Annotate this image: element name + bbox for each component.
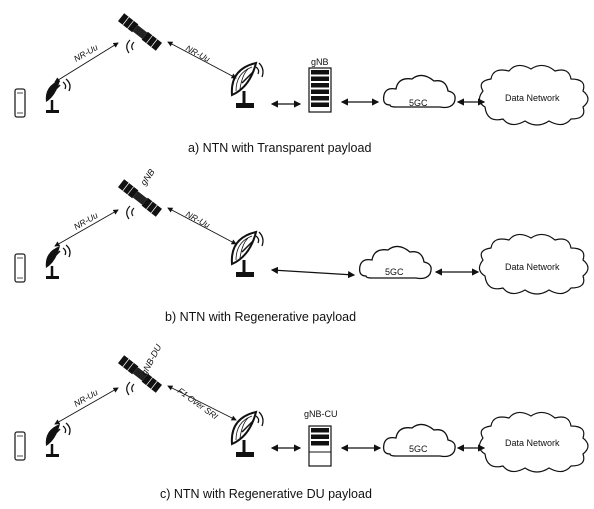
phone-icon — [14, 88, 26, 118]
gnb-server-icon — [308, 67, 332, 113]
link-right-arrow — [167, 41, 237, 79]
link-left-label: NR-Uu — [72, 42, 100, 64]
link-left-arrow — [54, 209, 119, 247]
ground-node-label: gNB — [311, 57, 329, 67]
link-right-label: NR-Uu — [184, 209, 212, 230]
satellite-label: gNB-DU — [139, 342, 164, 377]
caption: a) NTN with Transparent payload — [188, 141, 371, 155]
dish-core-arrow — [270, 266, 356, 279]
diagram-a: NR-Uu NR-Uu gNB 5GC Data Network a) NTN … — [14, 12, 589, 155]
core-label: 5GC — [409, 444, 428, 454]
link-left-arrow — [54, 387, 119, 425]
ground-station-dish-icon — [230, 410, 265, 459]
phone-icon — [14, 253, 26, 283]
link-right-label: F1 Over SRI — [176, 386, 221, 422]
link-right-arrow — [167, 385, 237, 421]
user-dish-icon — [44, 243, 72, 281]
data-network-label: Data Network — [505, 438, 560, 448]
ground-station-dish-icon — [230, 61, 265, 110]
diagram-c: NR-Uu F1 Over SRI gNB-DU gNB-CU 5GC Data… — [14, 342, 589, 501]
gnb-cu-server-icon — [308, 425, 332, 467]
caption: b) NTN with Regenerative payload — [165, 310, 356, 324]
data-network-label: Data Network — [505, 262, 560, 272]
user-dish-icon — [44, 421, 72, 459]
diagram-b: NR-Uu NR-Uu gNB 5GC Data Network b) NTN … — [14, 167, 589, 324]
link-left-arrow — [54, 42, 119, 83]
link-right-label: NR-Uu — [184, 43, 212, 64]
ground-station-dish-icon — [230, 230, 265, 279]
phone-icon — [14, 431, 26, 461]
satellite-label: gNB — [138, 167, 156, 187]
data-network-label: Data Network — [505, 93, 560, 103]
satellite-icon — [117, 12, 163, 54]
link-right-arrow — [167, 207, 237, 245]
core-label: 5GC — [409, 98, 428, 108]
ground-node-label: gNB-CU — [304, 409, 338, 419]
link-left-label: NR-Uu — [72, 387, 100, 409]
satellite-icon — [117, 178, 163, 220]
user-dish-icon — [44, 77, 72, 115]
core-label: 5GC — [385, 267, 404, 277]
caption: c) NTN with Regenerative DU payload — [160, 487, 372, 501]
